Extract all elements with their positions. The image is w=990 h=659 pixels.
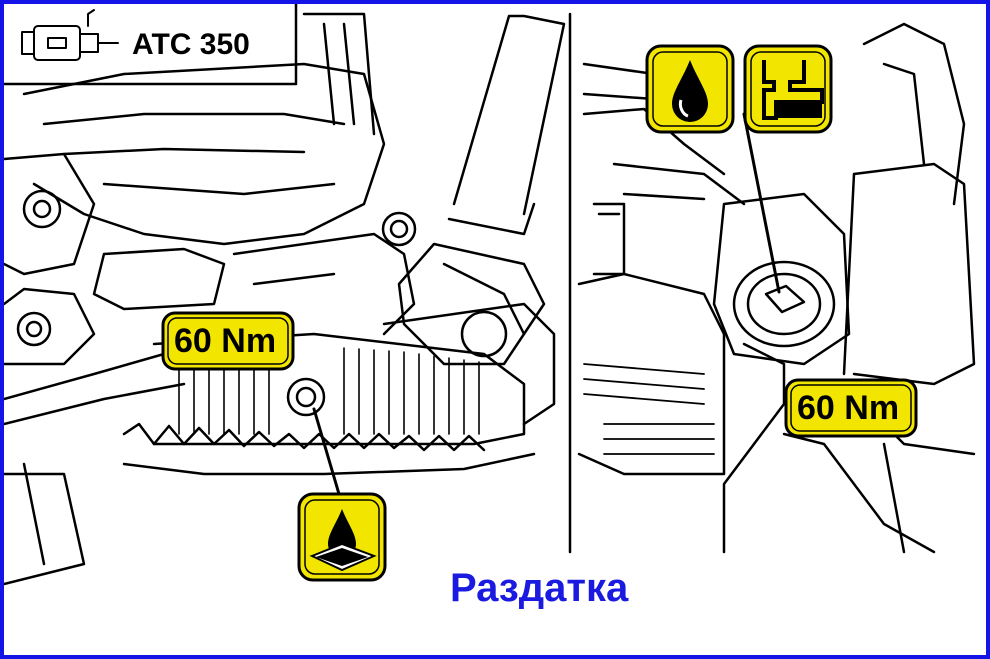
torque-label-left: 60 Nm [174,322,277,360]
oil-level-icon [743,44,833,134]
transfer-case-illustration [4,4,976,586]
torque-label-right: 60 Nm [797,389,900,427]
right-panel-drawing [577,22,976,554]
transfer-case-icon [21,9,119,61]
header-title: ATC 350 [132,28,250,61]
oil-drain-icon [297,492,387,582]
caption: Раздатка [450,566,629,610]
torque-badge-left [161,311,295,371]
torque-badge-right [784,378,918,438]
header-frame [4,4,298,86]
left-panel-drawing [4,12,566,586]
oil-drop-icon [645,44,735,134]
